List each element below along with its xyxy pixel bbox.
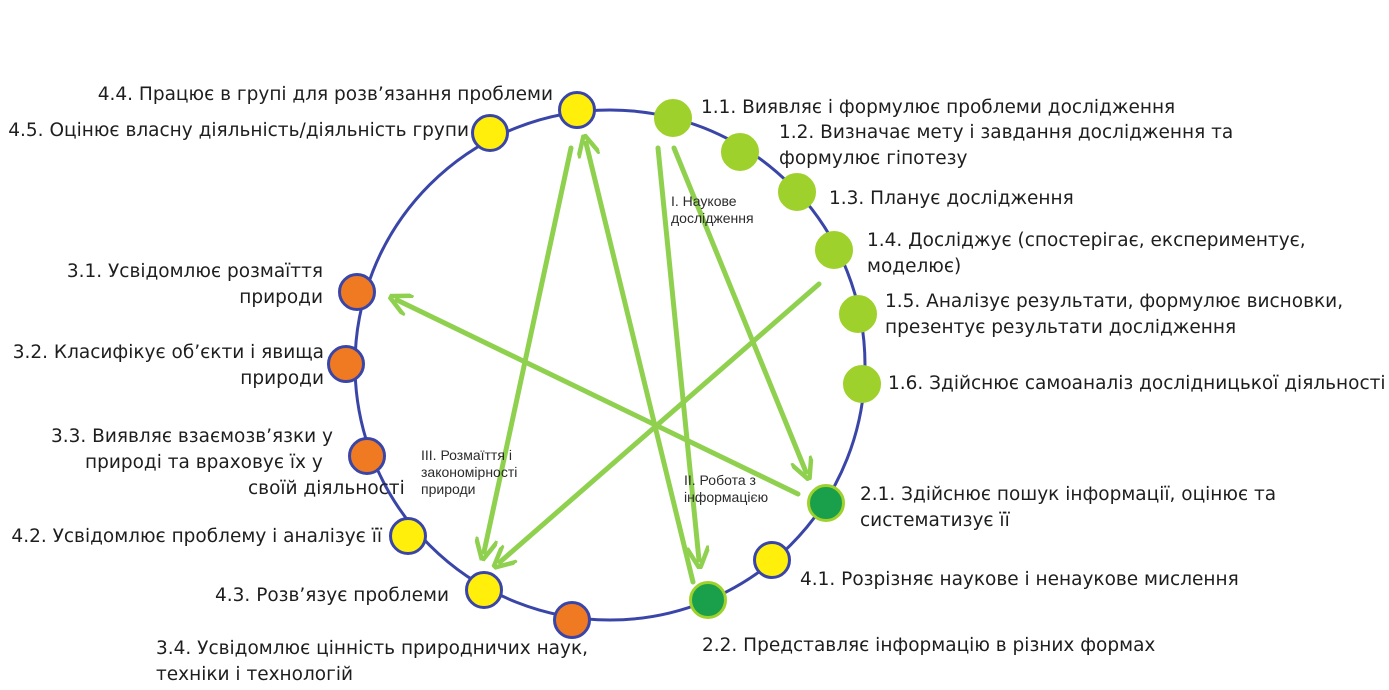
section-line: закономірності xyxy=(421,464,517,480)
node-label-line: 1.4. Досліджує (спостерігає, експеримент… xyxy=(867,230,1306,251)
node-label-2-1: 2.1. Здійснює пошук інформації, оцінює т… xyxy=(860,484,1276,531)
node-4-2 xyxy=(389,517,427,555)
node-1-3 xyxy=(778,173,816,211)
node-label-line: 3.1. Усвідомлює розмаїття xyxy=(67,261,323,282)
arrow-2.1-to-3.1 xyxy=(397,300,801,497)
node-label-line: 3.3. Виявляє взаємозв’язки у xyxy=(51,426,333,447)
node-label-2-2: 2.2. Представляє інформацію в різних фор… xyxy=(702,635,1155,656)
node-label-line: 1.3. Планує дослідження xyxy=(829,188,1074,209)
node-label-line: презентує результати дослідження xyxy=(885,317,1236,338)
arrows xyxy=(397,143,822,585)
node-1-5 xyxy=(839,295,877,333)
node-label-line: 1.6. Здійснює самоаналіз дослідницької д… xyxy=(888,373,1386,394)
node-label-1-5: 1.5. Аналізує результати, формулює висно… xyxy=(885,291,1343,338)
section-line: інформацією xyxy=(684,489,768,505)
node-label-line: 4.5. Оцінює власну діяльність/діяльність… xyxy=(8,120,469,141)
node-1-1 xyxy=(654,99,692,137)
node-label-1-3: 1.3. Планує дослідження xyxy=(829,188,1074,209)
node-3-1 xyxy=(338,273,376,311)
node-label-line: 3.2. Класифікує об’єкти і явища xyxy=(13,342,324,363)
node-label-line: 1.5. Аналізує результати, формулює висно… xyxy=(885,291,1343,312)
node-3-2 xyxy=(327,345,365,383)
node-label-line: систематизує її xyxy=(860,510,1011,531)
node-label-line: техніки і технологій xyxy=(156,664,353,685)
node-label-4-1: 4.1. Розрізняє наукове і ненаукове мисле… xyxy=(800,569,1239,590)
node-label-3-1: 3.1. Усвідомлює розмаїття природи xyxy=(67,261,323,308)
section-line: ІІ. Робота з xyxy=(684,472,756,488)
node-4-3 xyxy=(465,571,503,609)
node-label-line: формулює гіпотезу xyxy=(779,148,967,169)
node-label-line: 4.2. Усвідомлює проблему і аналізує її xyxy=(11,526,382,547)
section-line: дослідження xyxy=(671,210,754,226)
node-4-4 xyxy=(558,91,596,129)
node-label-3-2: 3.2. Класифікує об’єкти і явища природи xyxy=(13,342,324,389)
node-label-line: 2.2. Представляє інформацію в різних фор… xyxy=(702,635,1155,656)
node-label-3-3: 3.3. Виявляє взаємозв’язки у природі та в… xyxy=(51,426,405,499)
arrow-4.4-to-4.3 xyxy=(484,145,574,552)
node-1-2 xyxy=(721,133,759,171)
node-label-1-2: 1.2. Визначає мету і завдання дослідженн… xyxy=(779,122,1233,169)
section-line: І. Наукове xyxy=(671,193,737,209)
node-label-line: 2.1. Здійснює пошук інформації, оцінює т… xyxy=(860,484,1276,505)
node-label-line: 3.4. Усвідомлює цінність природничих нау… xyxy=(156,638,588,659)
arrow-1.1-to-2.1 xyxy=(671,145,806,472)
node-3-4 xyxy=(553,601,591,639)
node-1-4 xyxy=(815,231,853,269)
node-label-1-4: 1.4. Досліджує (спостерігає, експеримент… xyxy=(867,230,1306,277)
node-1-6 xyxy=(843,365,881,403)
node-3-3 xyxy=(348,437,386,475)
node-label-4-5: 4.5. Оцінює власну діяльність/діяльність… xyxy=(8,120,469,141)
arrow-1.1-to-2.2 xyxy=(655,145,699,560)
node-label-line: 1.1. Виявляє і формулює проблеми дослідж… xyxy=(701,97,1175,118)
node-2-1 xyxy=(807,484,845,522)
node-label-line: моделює) xyxy=(867,256,961,277)
node-label-line: своїй діяльності xyxy=(248,478,405,499)
arrow-1.4-to-4.3 xyxy=(500,281,822,562)
node-label-line: 4.1. Розрізняє наукове і ненаукове мисле… xyxy=(800,569,1239,590)
node-label-1-1: 1.1. Виявляє і формулює проблеми дослідж… xyxy=(701,97,1175,118)
node-label-3-4: 3.4. Усвідомлює цінність природничих нау… xyxy=(156,638,588,685)
node-labels: 1.1. Виявляє і формулює проблеми дослідж… xyxy=(8,84,1385,685)
node-label-line: природи xyxy=(240,368,324,389)
node-4-1 xyxy=(753,541,791,579)
section-line: природи xyxy=(421,481,475,497)
node-label-line: природи xyxy=(239,287,323,308)
node-label-4-2: 4.2. Усвідомлює проблему і аналізує її xyxy=(11,526,382,547)
node-4-5 xyxy=(471,114,509,152)
node-label-4-4: 4.4. Працює в групі для розв’язання проб… xyxy=(98,84,553,105)
node-label-line: природі та враховує їх у xyxy=(85,452,323,473)
node-2-2 xyxy=(689,581,727,619)
node-label-4-3: 4.3. Розв’язує проблеми xyxy=(215,585,449,606)
node-label-line: 4.3. Розв’язує проблеми xyxy=(215,585,449,606)
node-label-line: 4.4. Працює в групі для розв’язання проб… xyxy=(98,84,553,105)
node-label-line: 1.2. Визначає мету і завдання дослідженн… xyxy=(779,122,1233,143)
arrow-2.2-to-4.4 xyxy=(586,143,696,585)
nodes xyxy=(327,91,881,639)
section-line: ІІІ. Розмаїття і xyxy=(421,447,512,463)
node-label-1-6: 1.6. Здійснює самоаналіз дослідницької д… xyxy=(888,373,1386,394)
